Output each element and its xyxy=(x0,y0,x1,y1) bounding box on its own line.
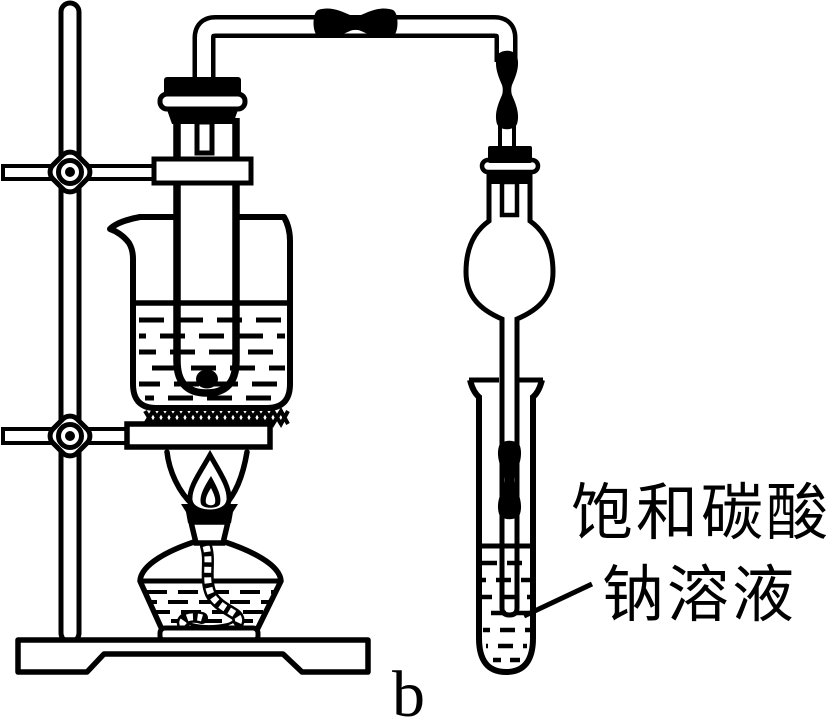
rubber-connector-top-icon xyxy=(313,8,398,38)
iron-ring-plate xyxy=(124,421,273,450)
lamp-neck xyxy=(187,519,232,546)
solution-label-line1: 饱和碳酸 xyxy=(571,479,831,548)
reaction-test-tube xyxy=(173,118,240,397)
rubber-connector-right-icon xyxy=(495,50,519,130)
flame xyxy=(164,449,250,515)
collection-tube-glass xyxy=(467,379,545,676)
heating-support xyxy=(124,406,290,450)
inner-tube-stub xyxy=(194,119,215,156)
lower-clamp-knuckle xyxy=(47,413,93,459)
upper-clamp-knuckle xyxy=(47,149,93,195)
wick-stripes xyxy=(179,544,243,635)
solution-liquid xyxy=(482,560,531,663)
rubber-stopper xyxy=(157,77,248,124)
wire-gauze-icon xyxy=(143,406,290,428)
collection-test-tube xyxy=(467,377,545,676)
stopper-taper xyxy=(166,107,239,124)
bulb-stopper-cap xyxy=(488,146,532,163)
stand-pole xyxy=(58,0,82,645)
stopper-flange xyxy=(157,91,248,112)
bulb-assembly xyxy=(463,50,556,618)
lamp-wick xyxy=(176,540,245,638)
bulb-inner-tube-stub xyxy=(499,179,520,218)
water-bath xyxy=(107,77,293,411)
alcohol-lamp xyxy=(137,449,284,644)
delivery-tube xyxy=(192,8,518,92)
stand-base xyxy=(15,637,371,675)
water xyxy=(134,300,289,401)
label-leader-line xyxy=(522,581,594,619)
bulb-tube-glass xyxy=(463,173,556,618)
rubber-connector-lower-icon xyxy=(497,440,522,520)
figure-letter: b xyxy=(392,658,425,720)
annotation: 饱和碳酸 钠溶液 b xyxy=(392,479,831,720)
flame-core-icon xyxy=(205,488,216,506)
clamp-plate xyxy=(151,156,254,186)
stopper-cap xyxy=(164,77,241,96)
solution-label-line2: 钠溶液 xyxy=(602,561,797,630)
bulb-stopper-band xyxy=(489,170,531,184)
sample-pellet xyxy=(196,369,218,389)
delivery-tube-casing xyxy=(192,15,518,92)
